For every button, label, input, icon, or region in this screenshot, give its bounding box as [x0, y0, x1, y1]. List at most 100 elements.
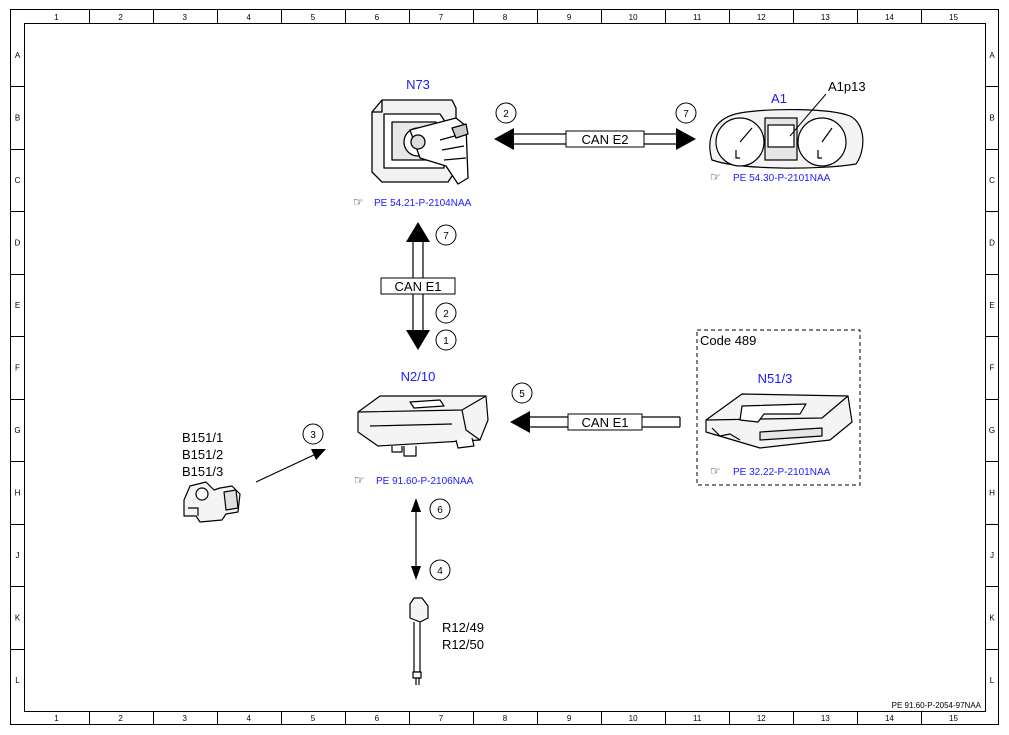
n2-10-control-unit-icon: [357, 395, 489, 457]
can-e2-label: CAN E2: [582, 132, 629, 147]
arrow-up-icon: [411, 498, 421, 512]
b151-1-label: B151/1: [182, 430, 223, 445]
svg-text:3: 3: [310, 430, 316, 441]
arrow-down-icon: [411, 566, 421, 580]
n51-3-label: N51/3: [758, 371, 793, 386]
marker-4: 4: [429, 559, 451, 581]
svg-text:1: 1: [443, 336, 449, 347]
grid-column-label: 10: [629, 13, 638, 22]
arrow-left-icon: [510, 411, 530, 433]
n51-3-control-unit-icon: [705, 393, 853, 449]
grid-column-label: 13: [821, 714, 830, 723]
document-id: PE 91.60-P-2054-97NAA: [892, 701, 982, 710]
marker-6: 6: [429, 498, 451, 520]
marker-3: 3: [302, 423, 324, 445]
grid-row-label: K: [15, 614, 21, 623]
n73-ignition-switch-icon: [371, 99, 469, 185]
grid-column-label: 8: [503, 714, 508, 723]
marker-7-can-e2: 7: [675, 102, 697, 124]
pointing-hand-icon: ☞: [710, 464, 721, 478]
n2-10-reference-link[interactable]: ☞ PE 91.60-P-2106NAA: [354, 473, 474, 487]
n2-10-reference-text[interactable]: PE 91.60-P-2106NAA: [376, 476, 474, 487]
inner-frame: [24, 23, 986, 712]
can-e2-label-box: [565, 130, 645, 148]
r12-50-label: R12/50: [442, 637, 484, 652]
arrow-left-icon: [494, 128, 514, 150]
grid-labels: 1122334455667788991010111112121313141415…: [14, 13, 995, 723]
svg-text:5: 5: [519, 389, 525, 400]
svg-text:7: 7: [443, 231, 449, 242]
grid-row-label: B: [15, 113, 20, 122]
marker-2-can-e2: 2: [495, 102, 517, 124]
grid-column-label: 2: [118, 13, 123, 22]
grid-column-label: 6: [375, 714, 380, 723]
grid-row-label: A: [989, 51, 995, 60]
grid-row-label: E: [15, 301, 20, 310]
can-e1-vertical-label-box: [380, 277, 456, 295]
svg-text:7: 7: [683, 109, 689, 120]
can-e1-horizontal-label: CAN E1: [582, 415, 629, 430]
grid-row-label: J: [16, 551, 20, 560]
arrow-down-icon: [406, 330, 430, 350]
n73-reference-text[interactable]: PE 54.21-P-2104NAA: [374, 198, 472, 209]
n51-3-reference-link[interactable]: ☞ PE 32.22-P-2101NAA: [710, 464, 831, 478]
marker-7-can-e1: 7: [435, 224, 457, 246]
grid-column-label: 5: [311, 714, 316, 723]
grid-row-label: A: [15, 51, 21, 60]
svg-text:2: 2: [443, 309, 449, 320]
arrow-up-icon: [406, 222, 430, 242]
grid-column-label: 15: [949, 714, 958, 723]
b151-2-label: B151/2: [182, 447, 223, 462]
r12-49-label: R12/49: [442, 620, 484, 635]
r12-igniter-icon: [409, 597, 429, 685]
b151-signal-line: [255, 453, 317, 483]
grid-row-label: L: [15, 676, 20, 685]
grid-lines: [10, 9, 999, 725]
svg-text:4: 4: [437, 566, 443, 577]
grid-row-label: C: [15, 176, 21, 185]
grid-column-label: 13: [821, 13, 830, 22]
grid-column-label: 12: [757, 13, 766, 22]
grid-column-label: 10: [629, 714, 638, 723]
n51-3-reference-text[interactable]: PE 32.22-P-2101NAA: [733, 467, 831, 478]
grid-row-label: C: [989, 176, 995, 185]
grid-row-label: K: [989, 614, 995, 623]
code-489-label: Code 489: [700, 333, 756, 348]
marker-1: 1: [435, 329, 457, 351]
n73-reference-link[interactable]: ☞ PE 54.21-P-2104NAA: [353, 195, 472, 209]
grid-column-label: 12: [757, 714, 766, 723]
grid-column-label: 6: [375, 13, 380, 22]
a1-reference-link[interactable]: ☞ PE 54.30-P-2101NAA: [710, 170, 831, 184]
svg-text:2: 2: [503, 109, 509, 120]
grid-row-label: G: [14, 426, 20, 435]
grid-column-label: 4: [247, 13, 252, 22]
a1-label: A1: [771, 91, 787, 106]
svg-text:6: 6: [437, 505, 443, 516]
can-e2-link: CAN E2: [494, 128, 696, 150]
grid-row-label: J: [990, 551, 994, 560]
code-489-dashed-box: [696, 329, 861, 486]
marker-5: 5: [511, 382, 533, 404]
grid-column-label: 11: [693, 714, 702, 723]
pointing-hand-icon: ☞: [710, 170, 721, 184]
grid-column-label: 11: [693, 13, 702, 22]
b151-sensor-icon: [183, 481, 241, 523]
a1-instrument-cluster-icon: [709, 93, 864, 169]
a1-reference-text[interactable]: PE 54.30-P-2101NAA: [733, 173, 831, 184]
n73-label: N73: [406, 77, 430, 92]
grid-row-label: B: [989, 113, 994, 122]
can-e1-horizontal-link: CAN E1: [510, 411, 681, 433]
grid-column-label: 7: [439, 13, 444, 22]
grid-column-label: 8: [503, 13, 508, 22]
grid-column-label: 3: [182, 714, 187, 723]
can-e1-vertical-link: CAN E1: [380, 222, 456, 350]
pointing-hand-icon: ☞: [354, 473, 365, 487]
grid-column-label: 15: [949, 13, 958, 22]
grid-row-label: F: [15, 364, 20, 373]
can-e1-vertical-label: CAN E1: [395, 279, 442, 294]
grid-column-label: 14: [885, 13, 894, 22]
grid-column-label: 1: [54, 13, 59, 22]
marker-2-can-e1: 2: [435, 302, 457, 324]
b151-3-label: B151/3: [182, 464, 223, 479]
